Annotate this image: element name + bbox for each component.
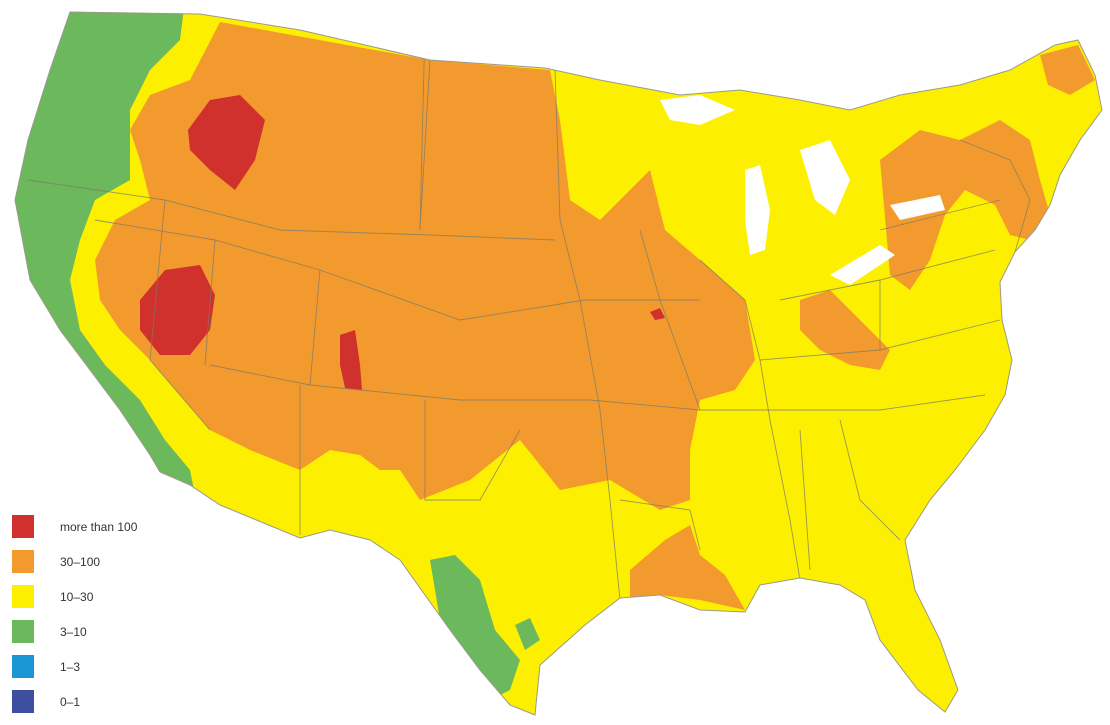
zone-green-texas-coast (515, 618, 540, 650)
legend-label: 1–3 (60, 659, 81, 674)
legend: more than 100 30–100 10–30 3–10 1–3 0–1 (12, 515, 137, 725)
zone-red-missouri (650, 308, 665, 320)
legend-item: 30–100 (12, 550, 137, 573)
zone-green-texas (430, 555, 520, 700)
zone-orange-louisiana (630, 525, 745, 610)
lake-superior (660, 95, 735, 125)
legend-label: more than 100 (60, 519, 138, 534)
legend-label: 30–100 (60, 554, 101, 569)
zone-orange-northeast (880, 120, 1050, 290)
legend-label: 0–1 (60, 694, 81, 709)
legend-item: 0–1 (12, 690, 137, 713)
zone-orange-maine (1040, 45, 1095, 95)
legend-item: more than 100 (12, 515, 137, 538)
zone-green-pacific (15, 12, 195, 500)
zone-red-nevada (140, 265, 215, 355)
legend-item: 1–3 (12, 655, 137, 678)
lake-ontario (890, 195, 945, 220)
lake-huron (800, 140, 850, 215)
state-boundaries (27, 24, 1031, 601)
legend-swatch (12, 550, 34, 573)
legend-label: 10–30 (60, 589, 94, 604)
zone-orange-central (95, 22, 755, 510)
legend-label: 3–10 (60, 624, 87, 639)
legend-swatch (12, 690, 34, 713)
legend-swatch (12, 655, 34, 678)
zone-orange-ohio (800, 290, 890, 370)
legend-swatch (12, 515, 34, 538)
legend-swatch (12, 620, 34, 643)
lake-erie (830, 245, 895, 285)
legend-item: 10–30 (12, 585, 137, 608)
zone-red-idaho (188, 95, 265, 190)
legend-swatch (12, 585, 34, 608)
zone-red-colorado (340, 330, 362, 390)
legend-item: 3–10 (12, 620, 137, 643)
lake-michigan (745, 165, 770, 255)
